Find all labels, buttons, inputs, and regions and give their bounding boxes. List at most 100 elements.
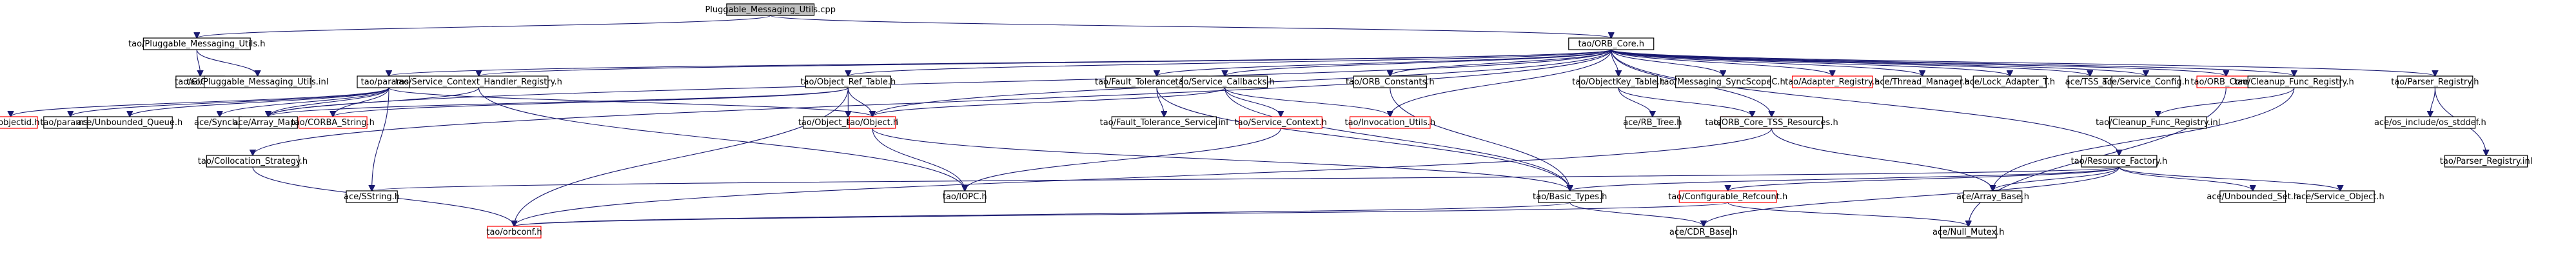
node-unbounded-queue[interactable]: ace/Unbounded_Queue.h <box>77 116 182 129</box>
node-root[interactable]: Pluggable_Messaging_Utils.cpp <box>705 3 836 16</box>
node-label: tao/Pluggable_Messaging_Utils.h <box>128 39 265 49</box>
node-array-base[interactable]: ace/Array_Base.h <box>1956 190 2029 203</box>
node-label: tao/Messaging_SyncScopeC.h <box>1660 77 1785 87</box>
node-ft-service-inl[interactable]: tao/Fault_Tolerance_Service.inl <box>1100 116 1228 129</box>
node-obj-ref-table[interactable]: tao/Object_Ref_Table.h <box>800 75 896 88</box>
node-service-callbacks[interactable]: tao/Service_Callbacks.h <box>1175 75 1275 88</box>
node-basic-types[interactable]: tao/Basic_Types.h <box>1533 190 1607 203</box>
node-cleanup-func[interactable]: tao/Cleanup_Func_Registry.h <box>2234 75 2354 88</box>
node-tss-t[interactable]: ace/TSS_T.h <box>2065 75 2115 88</box>
node-box <box>849 116 896 129</box>
node-label: tao/Parser_Registry.inl <box>2440 157 2533 166</box>
node-box <box>1883 75 1962 88</box>
edge-resource_factory-to-configurable_refcount <box>1728 166 2119 191</box>
node-adapter-registry[interactable]: tao/Adapter_Registry.h <box>1785 75 1880 88</box>
node-label: tao/Configurable_Refcount.h <box>1668 192 1787 202</box>
node-label: tao/ORB_Core.h <box>1578 39 1644 49</box>
edge-scr-to-array_map <box>268 87 480 117</box>
edge-orb_core-to-service_config <box>1611 49 2146 76</box>
edge-params-to-unbounded_queue <box>130 87 389 117</box>
edges-layer <box>11 15 2486 226</box>
node-cleanup-func-inl[interactable]: tao/Cleanup_Func_Registry.inl <box>2096 116 2220 129</box>
node-scr[interactable]: tao/Service_Context_Handler_Registry.h <box>395 75 562 88</box>
edge-service_callbacks-to-object_h <box>872 87 1226 117</box>
edge-resource_factory-to-service_object <box>2118 166 2340 191</box>
node-label: ace/Service_Object.h <box>2296 192 2384 202</box>
node-box <box>487 226 542 239</box>
node-objectkey-table[interactable]: tao/ObjectKey_Table.h <box>1572 75 1665 88</box>
node-box <box>1940 226 1997 239</box>
node-label: tao/Collocation_Strategy.h <box>198 157 308 166</box>
node-service-object[interactable]: ace/Service_Object.h <box>2296 190 2384 203</box>
edge-obj_ref_table-to-object_h <box>847 87 872 117</box>
edge-cleanup_func-to-array_base <box>1992 87 2295 191</box>
edge-orb_core_tss-to-array_base <box>1771 128 1993 191</box>
node-box <box>1538 190 1602 203</box>
node-params[interactable]: tao/params.h <box>357 75 421 88</box>
node-label: tao/ORB_Core.inl <box>2190 77 2261 87</box>
edge-resource_factory-to-sstring <box>372 166 2119 191</box>
edge-service_callbacks-to-invocation_utils <box>1224 87 1390 117</box>
node-label: tao/objectid.h <box>0 118 39 128</box>
node-parser-registry-inl[interactable]: tao/Parser_Registry.inl <box>2440 155 2533 168</box>
edge-orb_core-to-obj_ref_table <box>848 49 1612 76</box>
node-orb-constants[interactable]: tao/ORB_Constants.h <box>1346 75 1435 88</box>
edge-orb_constants-to-basic_types <box>1390 87 1570 191</box>
edge-orb_core-to-messaging_sync <box>1611 49 1723 76</box>
node-sstring[interactable]: ace/SString.h <box>344 190 400 203</box>
node-box <box>0 116 38 129</box>
node-box <box>1579 75 1658 88</box>
node-label: tao/params.inl <box>40 118 101 128</box>
node-label: ace/CDR_Base.h <box>1669 228 1738 237</box>
node-collocation[interactable]: tao/Collocation_Strategy.h <box>198 155 308 168</box>
node-orbconf[interactable]: tao/orbconf.h <box>486 226 542 239</box>
node-service-config[interactable]: ace/Service_Config.h <box>2102 75 2190 88</box>
edge-scr-to-iopc <box>478 87 965 191</box>
node-object-h[interactable]: tao/Object.h <box>847 116 898 129</box>
node-pmu-inl[interactable]: tao/Pluggable_Messaging_Utils.inl <box>187 75 329 88</box>
node-label: tao/CORBA_String.h <box>291 118 375 128</box>
node-label: tao/ORB_Core_TSS_Resources.h <box>1705 118 1838 128</box>
node-iopc[interactable]: tao/IOPC.h <box>943 190 987 203</box>
node-orb-core-tss[interactable]: tao/ORB_Core_TSS_Resources.h <box>1705 116 1838 129</box>
node-box <box>2306 190 2375 203</box>
node-label: tao/ObjectKey_Table.h <box>1572 77 1665 87</box>
node-cdr-base[interactable]: ace/CDR_Base.h <box>1669 226 1738 239</box>
node-orb-core-inl[interactable]: tao/ORB_Core.inl <box>2190 75 2261 88</box>
edge-params-to-array_map <box>268 87 389 117</box>
node-label: ace/Unbounded_Queue.h <box>77 118 182 128</box>
node-os-stddef[interactable]: ace/os_include/os_stddef.h <box>2374 116 2486 129</box>
edge-params-to-object_h <box>388 87 872 117</box>
node-messaging-sync[interactable]: tao/Messaging_SyncScopeC.h <box>1660 75 1785 88</box>
edge-ft_service-to-basic_types <box>1156 87 1570 191</box>
node-synch[interactable]: ace/Synch.h <box>194 116 245 129</box>
node-box <box>943 190 986 203</box>
node-orb-core[interactable]: tao/ORB_Core.h <box>1568 37 1655 50</box>
edge-root-to-orb_core <box>770 15 1611 38</box>
node-invocation-utils[interactable]: tao/Invocation_Utils.h <box>1344 116 1435 129</box>
node-box <box>726 3 815 16</box>
node-lock-adapter[interactable]: ace/Lock_Adapter_T.h <box>1965 75 2055 88</box>
node-objectid[interactable]: tao/objectid.h <box>0 116 39 129</box>
node-corba-string[interactable]: tao/CORBA_String.h <box>291 116 375 129</box>
node-configurable-refcount[interactable]: tao/Configurable_Refcount.h <box>1668 190 1787 203</box>
node-label: ace/Array_Base.h <box>1956 192 2029 202</box>
node-array-map[interactable]: ace/Array_Map.h <box>233 116 304 129</box>
node-label: tao/orbconf.h <box>486 228 542 237</box>
node-resource-factory[interactable]: tao/Resource_Factory.h <box>2071 155 2168 168</box>
edge-resource_factory-to-basic_types <box>1570 166 2119 191</box>
node-unbounded-set[interactable]: ace/Unbounded_Set.h <box>2207 190 2299 203</box>
node-pmu-h[interactable]: tao/Pluggable_Messaging_Utils.h <box>128 37 266 50</box>
node-label: tao/Object.h <box>847 118 898 128</box>
edge-orb_core-to-thread_manager <box>1611 49 1922 76</box>
edge-configurable_refcount-to-null_mutex <box>1727 202 1969 226</box>
node-null-mutex[interactable]: ace/Null_Mutex.h <box>1932 226 2005 239</box>
node-parser-registry[interactable]: tao/Parser_Registry.h <box>2391 75 2479 88</box>
edge-basic_types-to-cdr_base <box>1569 202 1704 226</box>
node-service-context[interactable]: tao/Service_Context.h <box>1235 116 1327 129</box>
node-rb-tree[interactable]: ace/RB_Tree.h <box>1623 116 1682 129</box>
edge-resource_factory-to-cdr_base <box>1704 166 2119 226</box>
edge-obj_ref_table-to-array_map <box>268 87 849 117</box>
node-thread-manager[interactable]: ace/Thread_Manager.h <box>1874 75 1970 88</box>
node-label: tao/Pluggable_Messaging_Utils.inl <box>187 77 329 87</box>
